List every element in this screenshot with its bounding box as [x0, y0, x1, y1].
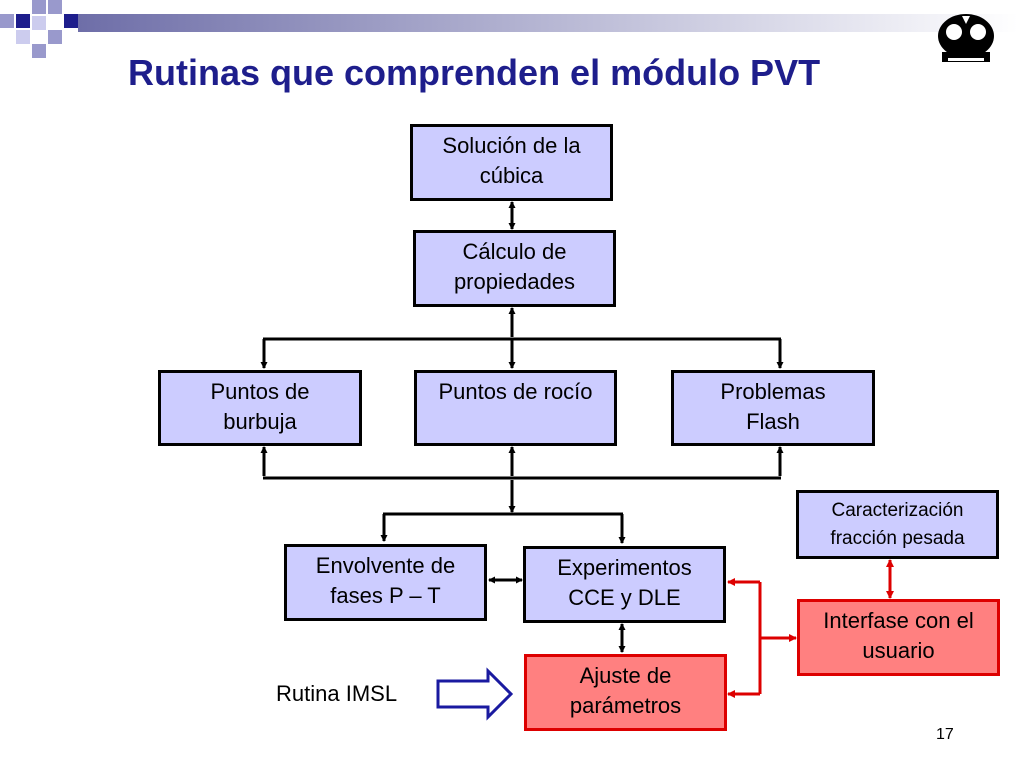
box-interfase-usuario-label: Interfase con el usuario: [823, 608, 974, 663]
box-calculo-propiedades-label: Cálculo de propiedades: [453, 239, 576, 294]
box-calculo-propiedades: Cálculo de propiedades: [413, 230, 616, 307]
box-envolvente-fases: Envolvente de fases P – T: [284, 544, 487, 621]
box-interfase-usuario: Interfase con el usuario: [797, 599, 1000, 676]
box-problemas-flash: Problemas Flash: [671, 370, 875, 446]
box-problemas-flash-label: Problemas Flash: [720, 379, 826, 434]
rutina-imsl-label: Rutina IMSL: [276, 681, 398, 706]
owl-logo-icon: [938, 14, 994, 62]
box-puntos-rocio: Puntos de rocío: [414, 370, 617, 446]
box-ajuste-parametros-label: Ajuste de parámetros: [569, 663, 682, 718]
box-caracterizacion-label: Caracterización fracción pesada: [830, 500, 965, 549]
box-envolvente-fases-label: Envolvente de fases P – T: [315, 553, 456, 608]
box-ajuste-parametros: Ajuste de parámetros: [524, 654, 727, 731]
box-experimentos: Experimentos CCE y DLE: [523, 546, 726, 623]
corner-decoration: [0, 0, 1018, 58]
box-puntos-burbuja: Puntos de burbuja: [158, 370, 362, 446]
box-caracterizacion: Caracterización fracción pesada: [796, 490, 999, 559]
box-puntos-rocio-label: Puntos de rocío: [438, 379, 593, 404]
box-solucion-cubica-label: Solución de la cúbica: [442, 133, 581, 188]
box-puntos-burbuja-label: Puntos de burbuja: [210, 379, 310, 434]
box-solucion-cubica: Solución de la cúbica: [410, 124, 613, 201]
slide-title: Rutinas que comprenden el módulo PVT: [128, 52, 821, 93]
header-gradient-bar: [78, 14, 1018, 32]
page-number: 17: [936, 726, 954, 743]
imsl-block-arrow-icon: [436, 667, 514, 721]
box-experimentos-label: Experimentos CCE y DLE: [557, 555, 692, 610]
